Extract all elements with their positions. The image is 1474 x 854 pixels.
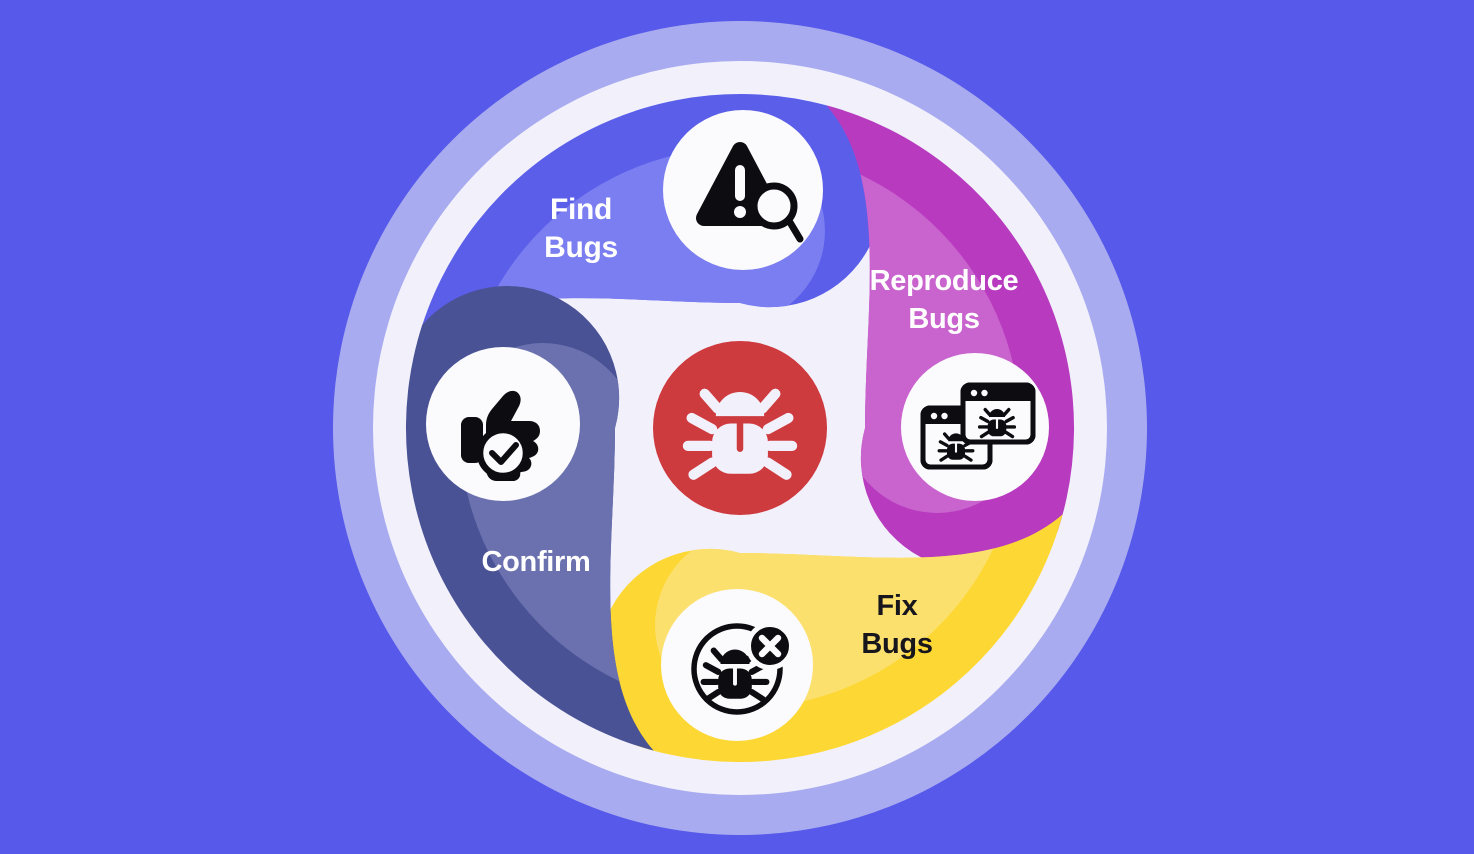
badge-find-bugs [663,110,823,270]
label-line: Bugs [544,231,618,264]
label-confirm: Confirm [426,543,646,581]
browser-windows-bug-icon [920,382,1036,470]
label-fix-bugs: Fix Bugs [797,587,997,663]
label-find-bugs: Find Bugs [471,191,691,267]
badge-reproduce-bugs [901,353,1049,501]
warning-magnifier-icon [696,142,804,243]
label-line: Confirm [481,546,591,578]
label-line: Reproduce [869,265,1019,297]
label-line: Bugs [908,303,980,335]
center-hub [629,317,851,539]
badge-confirm [426,347,580,501]
badge-fix-bugs [661,589,813,741]
label-line: Bugs [861,628,933,660]
bug-crossed-icon [691,622,794,715]
thumbs-up-check-icon [461,390,540,481]
label-reproduce-bugs: Reproduce Bugs [804,262,1084,338]
label-line: Find [549,193,613,226]
label-line: Fix [876,590,918,622]
badge-circle [661,589,813,741]
